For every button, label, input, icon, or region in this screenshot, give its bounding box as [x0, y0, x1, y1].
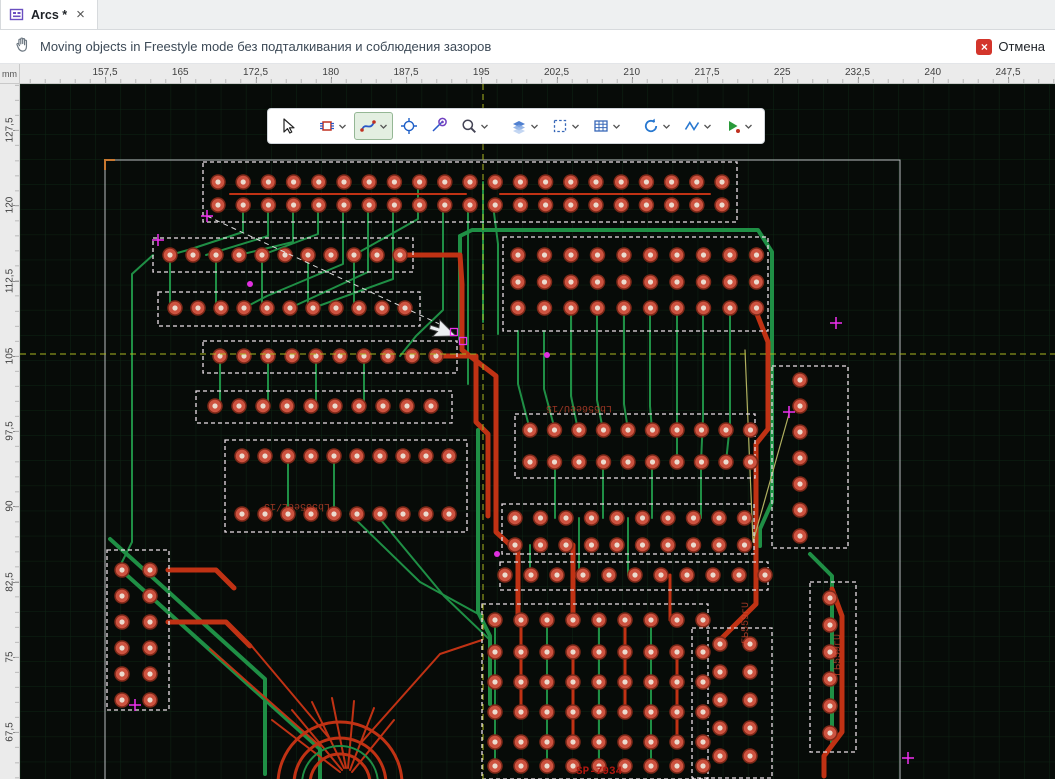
chevron-down-icon[interactable] — [612, 122, 621, 131]
ruler-unit: mm — [0, 64, 20, 84]
ruler-tick — [481, 77, 482, 83]
chevron-down-icon[interactable] — [571, 122, 580, 131]
chevron-down-icon[interactable] — [703, 122, 712, 131]
ruler-tick — [256, 77, 257, 83]
ruler-tick — [13, 130, 19, 131]
vertical-ruler: 127,5120112,510597,59082,57567,5 — [0, 84, 20, 779]
table-icon — [592, 117, 610, 135]
ruler-tick — [858, 77, 859, 83]
board-icon — [9, 7, 24, 22]
ruler-tick — [13, 582, 19, 583]
net-marker — [247, 281, 253, 287]
ruler-tick — [632, 77, 633, 83]
layers-icon — [510, 117, 528, 135]
verify-tool[interactable] — [719, 112, 758, 140]
chevron-down-icon[interactable] — [662, 122, 671, 131]
cancel-action[interactable]: × Отмена — [976, 39, 1045, 55]
snap-origin-tool[interactable] — [395, 112, 423, 140]
refresh-icon — [642, 117, 660, 135]
update-tool[interactable] — [637, 112, 676, 140]
chevron-down-icon[interactable] — [480, 122, 489, 131]
ratlines-tool[interactable] — [678, 112, 717, 140]
magnifier-icon — [460, 117, 478, 135]
svg-text:ГЬ559гU: ГЬ559гU — [741, 602, 752, 644]
chevron-down-icon[interactable] — [338, 122, 347, 131]
ruler-tick — [13, 431, 19, 432]
tab-label: Arcs * — [31, 8, 67, 22]
route-icon — [359, 117, 377, 135]
svg-text:Lb556eeU/15: Lb556eeU/15 — [546, 402, 612, 414]
zigzag-icon — [683, 117, 701, 135]
svg-text:SP-7934: SP-7934 — [576, 766, 623, 778]
main-row: 127,5120112,510597,59082,57567,5 Lb555ee… — [0, 84, 1055, 779]
hint-message: Moving objects in Freestyle mode без под… — [40, 39, 491, 54]
run-icon — [724, 117, 742, 135]
via-tool[interactable] — [425, 112, 453, 140]
ruler-tick — [331, 77, 332, 83]
chevron-down-icon[interactable] — [530, 122, 539, 131]
ruler-tick — [105, 77, 106, 83]
via-icon — [430, 117, 448, 135]
svg-text:ГЬ559гU: ГЬ559гU — [833, 634, 844, 676]
canvas-toolbar — [267, 108, 765, 144]
tab-arcs[interactable]: Arcs * × — [0, 0, 98, 29]
grid-settings-tool[interactable] — [587, 112, 626, 140]
ruler-tick — [13, 281, 19, 282]
ruler-tick — [406, 77, 407, 83]
cancel-label[interactable]: Отмена — [998, 39, 1045, 54]
select-area-tool[interactable] — [546, 112, 585, 140]
svg-text:Lb555eeL/15: Lb555eeL/15 — [264, 500, 330, 512]
tab-bar: Arcs * × — [0, 0, 1055, 30]
net-marker — [494, 551, 500, 557]
zoom-tool[interactable] — [455, 112, 494, 140]
chevron-down-icon[interactable] — [379, 122, 388, 131]
marquee-icon — [551, 117, 569, 135]
hint-bar: Moving objects in Freestyle mode без под… — [0, 30, 1055, 64]
ruler-tick — [557, 77, 558, 83]
layers-tool[interactable] — [505, 112, 544, 140]
pcb-svg[interactable]: Lb555eeL/15 Lb556eeU/15ГЬ559гU ГЬ559гU SP-7… — [20, 84, 1055, 779]
place-component-tool[interactable] — [313, 112, 352, 140]
chevron-down-icon[interactable] — [744, 122, 753, 131]
ruler-tick — [13, 356, 19, 357]
cancel-icon[interactable]: × — [976, 39, 992, 55]
ruler-tick — [13, 506, 19, 507]
ruler-row: mm 157,5165172,5180187,5195202,5210217,5… — [0, 64, 1055, 84]
ruler-tick — [13, 205, 19, 206]
ruler-tick — [782, 77, 783, 83]
ruler-tick — [707, 77, 708, 83]
hand-icon — [14, 36, 31, 58]
ruler-tick — [13, 732, 19, 733]
select-tool[interactable] — [274, 112, 302, 140]
close-icon[interactable]: × — [74, 7, 87, 22]
ruler-tick — [13, 657, 19, 658]
pcb-canvas[interactable]: Lb555eeL/15 Lb556eeU/15ГЬ559гU ГЬ559гU SP-7… — [20, 84, 1055, 779]
ruler-tick — [933, 77, 934, 83]
cursor-icon — [279, 117, 297, 135]
route-trace-tool[interactable] — [354, 112, 393, 140]
ruler-tick — [180, 77, 181, 83]
horizontal-ruler: 157,5165172,5180187,5195202,5210217,5225… — [20, 64, 1055, 84]
crosshair-icon — [400, 117, 418, 135]
net-marker — [544, 352, 550, 358]
component-icon — [318, 117, 336, 135]
ruler-tick — [1008, 77, 1009, 83]
